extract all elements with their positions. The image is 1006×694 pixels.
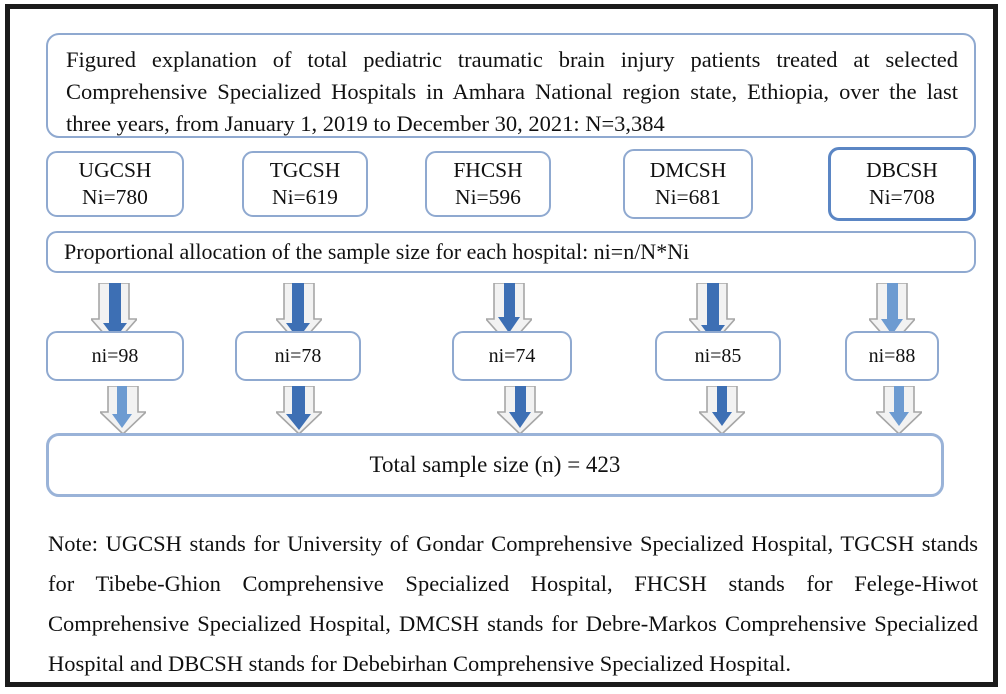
hospital-fhcsh-label: FHCSH Ni=596	[427, 157, 549, 210]
arrow-down-icon-lower-4	[699, 386, 745, 436]
title-text: Figured explanation of total pediatric t…	[66, 47, 958, 136]
hospital-box-dmcsh: DMCSH Ni=681	[623, 149, 753, 219]
arrow-down-icon-lower-3	[497, 386, 543, 436]
sample-box-tgcsh: ni=78	[235, 331, 361, 381]
hospital-dbcsh-label: DBCSH Ni=708	[831, 157, 973, 210]
hospital-fhcsh-code: FHCSH	[453, 158, 523, 183]
hospital-ugcsh-code: UGCSH	[78, 158, 152, 183]
sample-dmcsh-value: ni=85	[694, 344, 742, 367]
sample-dbcsh-value: ni=88	[868, 344, 916, 367]
total-sample-text: Total sample size (n) = 423	[369, 451, 621, 477]
sample-ugcsh-value: ni=98	[91, 344, 139, 367]
note-text: Note: UGCSH stands for University of Gon…	[48, 531, 978, 677]
arrow-down-icon-lower-2	[276, 386, 322, 436]
arrow-down-icon-lower-1	[100, 386, 146, 436]
hospital-dmcsh-code: DMCSH	[649, 158, 727, 183]
hospital-ugcsh-population: Ni=780	[82, 185, 148, 209]
figure-frame: Figured explanation of total pediatric t…	[5, 4, 998, 687]
hospital-box-ugcsh: UGCSH Ni=780	[46, 151, 184, 217]
sample-box-ugcsh: ni=98	[46, 331, 184, 381]
hospital-ugcsh-label: UGCSH Ni=780	[48, 157, 182, 210]
hospital-box-tgcsh: TGCSH Ni=619	[242, 151, 368, 217]
hospital-tgcsh-code: TGCSH	[269, 158, 341, 183]
sample-box-dbcsh: ni=88	[845, 331, 939, 381]
allocation-box: Proportional allocation of the sample si…	[46, 231, 976, 273]
hospital-dmcsh-label: DMCSH Ni=681	[625, 157, 751, 210]
sample-box-dmcsh: ni=85	[655, 331, 781, 381]
hospital-fhcsh-population: Ni=596	[455, 185, 521, 209]
sample-fhcsh-value: ni=74	[488, 344, 536, 367]
hospital-box-dbcsh: DBCSH Ni=708	[828, 147, 976, 221]
title-box: Figured explanation of total pediatric t…	[46, 33, 976, 138]
total-sample-box: Total sample size (n) = 423	[46, 433, 944, 497]
sample-tgcsh-value: ni=78	[274, 344, 322, 367]
sample-box-fhcsh: ni=74	[452, 331, 572, 381]
hospital-dbcsh-population: Ni=708	[869, 185, 935, 209]
hospital-tgcsh-population: Ni=619	[272, 185, 338, 209]
hospital-tgcsh-label: TGCSH Ni=619	[244, 157, 366, 210]
allocation-text: Proportional allocation of the sample si…	[64, 239, 690, 265]
hospital-box-fhcsh: FHCSH Ni=596	[425, 151, 551, 217]
hospital-dmcsh-population: Ni=681	[655, 185, 721, 209]
arrow-down-icon-lower-5	[876, 386, 922, 436]
hospital-dbcsh-code: DBCSH	[866, 158, 938, 183]
